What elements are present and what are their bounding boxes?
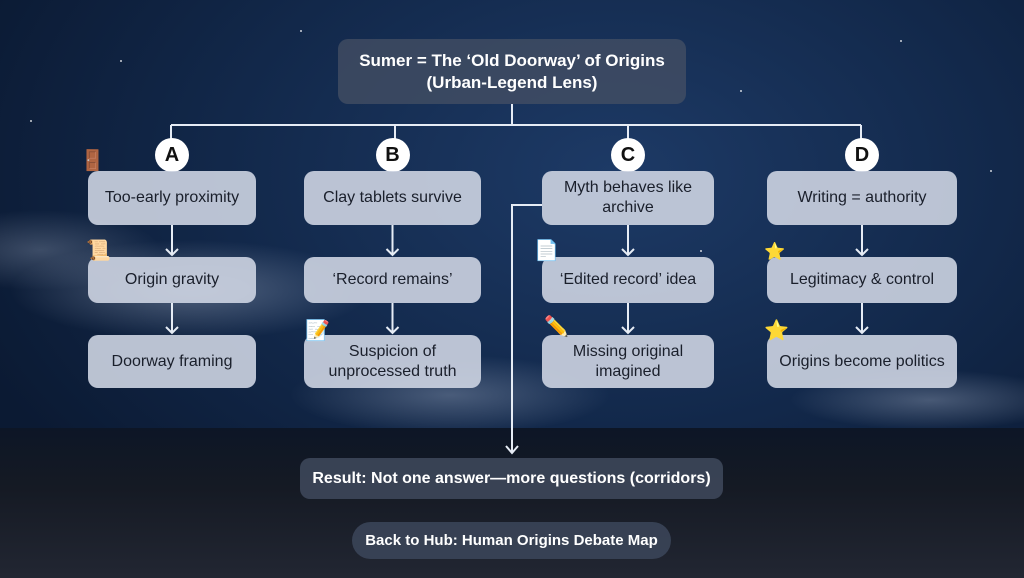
- column-label-c: C: [611, 138, 645, 172]
- column-label-a: A: [155, 138, 189, 172]
- node-d-1: Writing = authority: [767, 171, 957, 225]
- document-sign-icon: 📄: [534, 240, 559, 262]
- node-a-3: Doorway framing: [88, 335, 256, 388]
- star-icon: ⭐: [764, 242, 786, 261]
- node-d-3: Origins become politics: [767, 335, 957, 388]
- node-d-2: Legitimacy & control: [767, 257, 957, 303]
- door-icon: 🚪: [80, 150, 105, 172]
- node-c-1: Myth behaves like archive: [542, 171, 714, 225]
- node-a-2: Origin gravity: [88, 257, 256, 303]
- node-a-1: Too-early proximity: [88, 171, 256, 225]
- title-box: Sumer = The ‘Old Doorway’ of Origins (Ur…: [338, 39, 686, 104]
- edit-note-icon: 📝: [305, 320, 330, 342]
- node-c-2: ‘Edited record’ idea: [542, 257, 714, 303]
- node-b-1: Clay tablets survive: [304, 171, 481, 225]
- node-c-3: Missing original imagined: [542, 335, 714, 388]
- node-b-3: Suspicion of unprocessed truth: [304, 335, 481, 388]
- result-box: Result: Not one answer—more questions (c…: [300, 458, 723, 499]
- node-b-2: ‘Record remains’: [304, 257, 481, 303]
- star-icon: ⭐: [764, 320, 789, 342]
- pencil-icon: ✏️: [544, 316, 569, 338]
- column-label-d: D: [845, 138, 879, 172]
- column-label-b: B: [375, 138, 410, 172]
- back-to-hub-button[interactable]: Back to Hub: Human Origins Debate Map: [352, 522, 671, 559]
- map-scroll-icon: 📜: [86, 240, 111, 262]
